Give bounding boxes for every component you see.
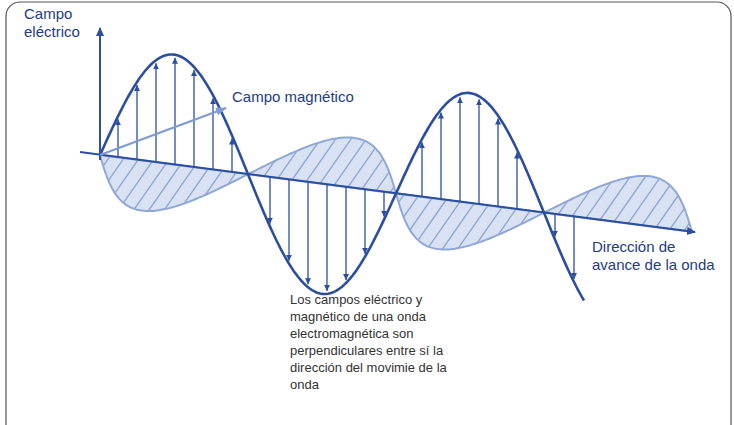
magnetic-vector	[586, 182, 611, 218]
magnetic-vector	[228, 173, 236, 185]
magnetic-vector	[642, 185, 670, 225]
electric-vector	[478, 99, 479, 204]
electric-vector	[554, 214, 555, 236]
electric-vector	[573, 217, 574, 279]
magnetic-vector	[628, 179, 659, 224]
magnetic-vector	[148, 165, 180, 211]
magnetic-vector	[614, 176, 646, 222]
frame	[6, 2, 731, 425]
magnetic-vector	[458, 205, 488, 248]
electric-vector	[421, 142, 422, 197]
propagation-axis	[80, 152, 695, 232]
magnetic-arrow	[100, 108, 226, 155]
magnetic-vector	[521, 211, 530, 225]
magnetic-vector	[498, 209, 516, 235]
electric-axis	[99, 28, 101, 160]
caption: Los campos eléctrico y magnético de una …	[290, 291, 452, 393]
magnetic-vector	[334, 141, 365, 186]
direction-label: Dirección de avance de la onda	[590, 238, 722, 274]
magnetic-vector	[264, 161, 275, 176]
electric-vector	[174, 58, 175, 165]
magnetic-vector	[442, 204, 474, 250]
electric-vector	[440, 113, 441, 200]
magnetic-vector	[477, 207, 502, 243]
magnetic-vector	[123, 162, 152, 203]
axis-label: Campo eléctrico	[24, 5, 94, 41]
magnetic-vector	[348, 148, 375, 187]
field-label: Campo magnético	[232, 88, 402, 106]
electric-vector	[497, 119, 498, 207]
electric-wave	[100, 55, 584, 301]
magnetic-vector	[558, 201, 567, 214]
electric-vector	[212, 98, 213, 169]
electric-vector	[136, 85, 137, 160]
magnetic-vector	[115, 160, 138, 193]
magnetic-vector	[205, 171, 222, 195]
electric-vector	[383, 192, 384, 217]
electric-vector	[231, 139, 232, 173]
electric-vector	[326, 185, 327, 291]
magnetic-vector	[399, 195, 404, 203]
electric-vector	[155, 63, 156, 162]
magnetic-vector	[278, 151, 297, 178]
magnetic-vector	[404, 196, 418, 217]
magnetic-vector	[600, 177, 630, 220]
magnetic-vector	[135, 164, 167, 209]
magnetic-vector	[429, 202, 460, 247]
magnetic-vector	[670, 208, 684, 229]
magnetic-vector	[165, 167, 194, 209]
magnetic-vector	[108, 158, 124, 181]
electric-vector	[307, 182, 308, 284]
magnetic-vector	[184, 169, 208, 204]
electric-vector	[269, 177, 270, 224]
magnetic-vector	[306, 138, 336, 181]
magnetic-lobe	[544, 176, 691, 232]
electric-vector	[288, 180, 289, 261]
magnetic-vector	[292, 143, 318, 180]
magnetic-vector	[103, 156, 110, 166]
magnetic-vector	[376, 172, 389, 191]
electric-vector	[364, 189, 365, 253]
electric-vector	[459, 97, 460, 202]
electric-vector	[117, 119, 118, 157]
electric-vector	[516, 153, 517, 210]
magnetic-vector	[418, 200, 446, 240]
magnetic-vector	[320, 138, 352, 184]
electric-field	[100, 55, 584, 301]
magnetic-vector	[572, 191, 590, 217]
electric-vector	[345, 187, 346, 280]
